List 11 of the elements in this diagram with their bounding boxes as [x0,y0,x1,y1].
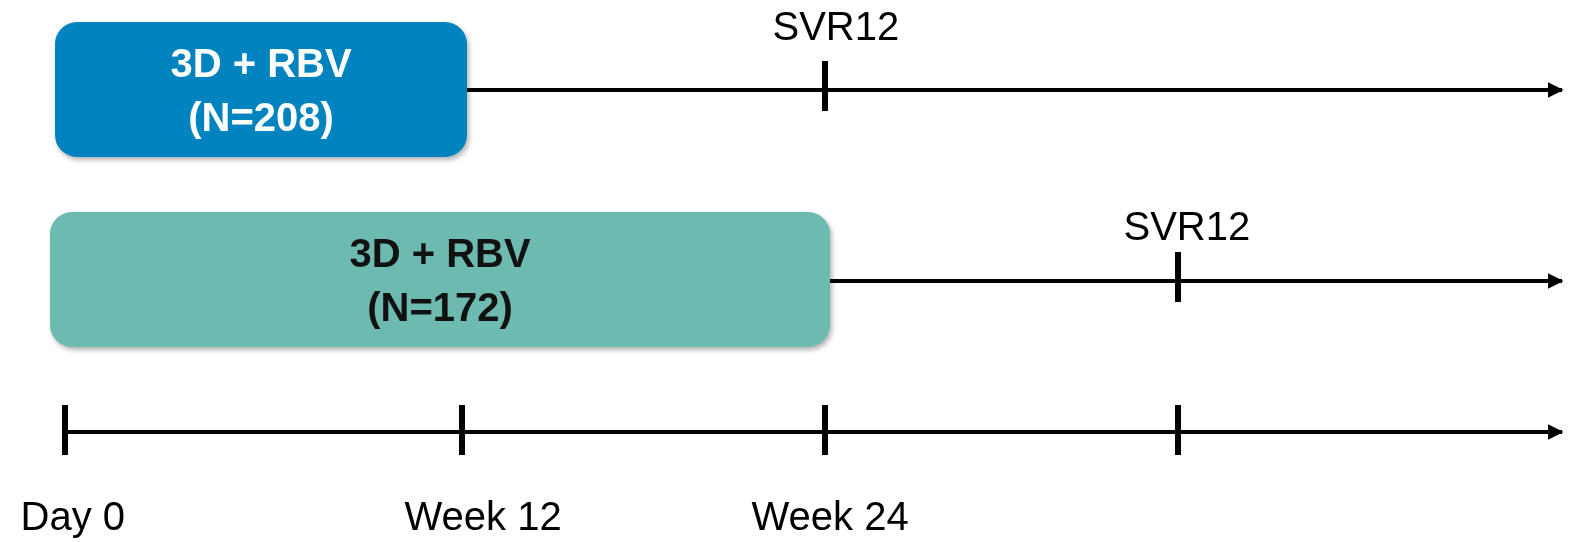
time-label: Week 24 [751,494,909,539]
treatment-box [55,22,467,157]
arm-label: 3D + RBV (N=208) [169,39,353,141]
time-label: Day 0 [20,494,125,539]
milestone-label: SVR12 [772,4,900,49]
arrow [830,273,1564,289]
milestone-label: SVR12 [1123,204,1251,249]
treatment-box [50,212,830,347]
arm-label: 3D + RBV (N=172) [348,229,532,331]
arrow [467,82,1564,98]
time-label: Week 12 [404,494,562,539]
